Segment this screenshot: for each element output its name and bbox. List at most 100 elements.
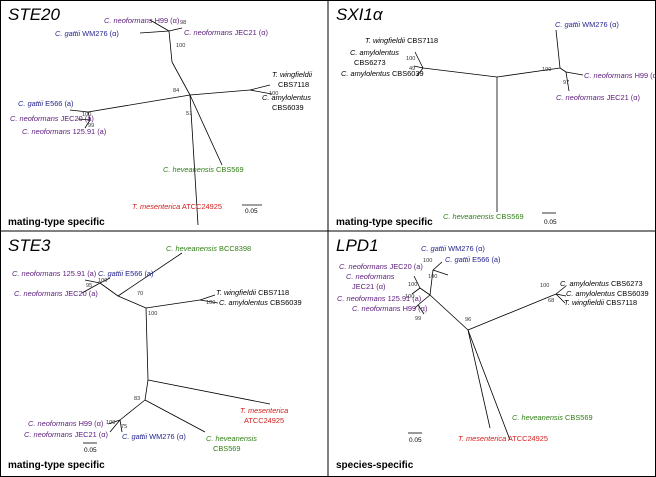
tree-branch — [417, 294, 431, 306]
tree-branch — [109, 419, 121, 433]
tree-branch — [189, 94, 223, 166]
bootstrap-value: 98 — [180, 20, 186, 26]
tree-branch — [432, 261, 443, 271]
tree-branch — [411, 287, 421, 295]
tree-branch — [119, 399, 146, 421]
taxon-label: C. neoformans JEC20 (a) — [10, 114, 94, 123]
tree-branch — [81, 282, 101, 294]
panel-sxi1a: SXI1α mating-type specific T. wingfieldi… — [336, 5, 656, 228]
tree-branch — [414, 51, 424, 69]
bootstrap-value: 100 — [405, 294, 414, 300]
tree-branch — [413, 275, 421, 289]
tree-branch — [559, 67, 567, 73]
taxon-label: CBS7118 — [278, 80, 309, 89]
tree-branch — [422, 67, 498, 78]
tree-branch — [249, 89, 273, 95]
taxon-label: C. neoformans 125.91 (a) — [12, 269, 96, 278]
bootstrap-value: 84 — [173, 88, 179, 94]
bootstrap-value: 100 — [406, 56, 415, 62]
tree-branch — [139, 30, 170, 34]
panel-title: STE20 — [8, 5, 61, 24]
taxon-label: C. heveanensis CBS569 — [443, 212, 524, 221]
taxon-label: CBS6039 — [272, 103, 304, 112]
tree-branch — [168, 27, 183, 32]
scale-label: 0.05 — [409, 437, 422, 444]
tree-branch — [117, 295, 147, 309]
taxon-label: C. gattii E566 (a) — [98, 269, 154, 278]
taxon-label: T. mesenterica ATCC24925 — [132, 202, 222, 211]
taxon-label: JEC21 (α) — [352, 282, 385, 291]
tree-branch — [119, 419, 123, 433]
bootstrap-value: 75 — [121, 424, 127, 430]
taxon-label: C. amylolentus CBS6039 — [566, 289, 649, 298]
scale-label: 0.05 — [84, 447, 97, 454]
taxon-label: C. amylolentus — [350, 48, 399, 57]
taxon-label: T. wingfieldii CBS7118 — [564, 298, 637, 307]
taxon-label: C. gattii WM276 (α) — [421, 244, 485, 253]
taxon-label: C. neoformans H99 (α) — [104, 16, 179, 25]
tree-branch — [249, 84, 271, 91]
tree-branch — [84, 119, 91, 129]
panel-title: LPD1 — [336, 236, 379, 255]
taxon-label: C. heveanensis CBS569 — [163, 165, 244, 174]
tree-branch — [555, 285, 567, 295]
tree-branch — [69, 109, 89, 113]
tree-branch — [199, 294, 216, 301]
bootstrap-value: 49 — [409, 66, 415, 72]
taxon-label: ATCC24925 — [244, 416, 284, 425]
tree-branch — [117, 252, 183, 297]
bootstrap-value: 100 — [148, 311, 157, 317]
scale-label: 0.05 — [245, 208, 258, 215]
taxon-label: C. gattii E566 (a) — [445, 255, 501, 264]
bootstrap-value: 100 — [269, 91, 278, 97]
taxon-label: CBS6273 — [354, 58, 386, 67]
tree-branch — [87, 94, 191, 113]
bootstrap-value: 99 — [88, 123, 94, 129]
tree-branch — [565, 71, 584, 76]
tree-branch — [413, 304, 419, 310]
panel-lpd1: LPD1 species-specific C. gattii WM276 (α… — [336, 236, 649, 471]
tree-branch — [555, 293, 567, 297]
bootstrap-value: 83 — [134, 396, 140, 402]
panel-title: SXI1α — [336, 5, 384, 24]
tree-branch — [107, 419, 121, 425]
tree-branch — [145, 307, 149, 381]
taxon-label: T. mesenterica ATCC24925 — [458, 434, 548, 443]
tree-branch — [565, 71, 570, 92]
tree-branch — [189, 94, 199, 226]
tree-branch — [555, 293, 566, 304]
panel-title: STE3 — [8, 236, 51, 255]
tree-branch — [87, 111, 91, 121]
taxon-label: C. neoformans JEC21 (α) — [184, 28, 268, 37]
taxon-label: C. neoformans 125.91 (a) — [22, 127, 106, 136]
bootstrap-value: 100 — [106, 420, 115, 426]
tree-branch — [84, 279, 101, 284]
taxon-label: C. amylolentus CBS6039 — [341, 69, 424, 78]
taxon-label: C. gattii WM276 (α) — [55, 29, 119, 38]
bootstrap-value: 95 — [86, 283, 92, 289]
tree-branch — [467, 329, 491, 429]
bootstrap-value: 96 — [465, 317, 471, 323]
tree-branches — [413, 29, 584, 212]
tree-branch — [144, 379, 149, 401]
bootstrap-value: 100 — [206, 300, 215, 306]
bootstrap-value: 100 — [540, 283, 549, 289]
tree-branch — [413, 65, 424, 69]
panel-footer: mating-type specific — [8, 460, 105, 471]
panel-ste3: STE3 mating-type specific C. heveanensis… — [8, 236, 302, 471]
taxon-label: C. neoformans JEC20 (a) — [339, 262, 423, 271]
taxon-label: T. wingfieldii CBS7118 — [365, 36, 438, 45]
panel-ste20: STE20 mating-type specific C. neoformans… — [8, 5, 312, 228]
taxon-label: CBS569 — [213, 444, 241, 453]
bootstrap-value: 51 — [186, 111, 192, 117]
tree-branch — [145, 299, 201, 309]
tree-branch — [144, 399, 206, 433]
taxon-label: C. neoformans JEC21 (α) — [556, 93, 640, 102]
tree-branches — [81, 252, 271, 433]
bootstrap-value: 100 — [428, 274, 437, 280]
tree-branch — [149, 19, 170, 32]
tree-branch — [171, 61, 191, 96]
bootstrap-value: 97 — [563, 80, 569, 86]
tree-branch — [419, 287, 431, 296]
